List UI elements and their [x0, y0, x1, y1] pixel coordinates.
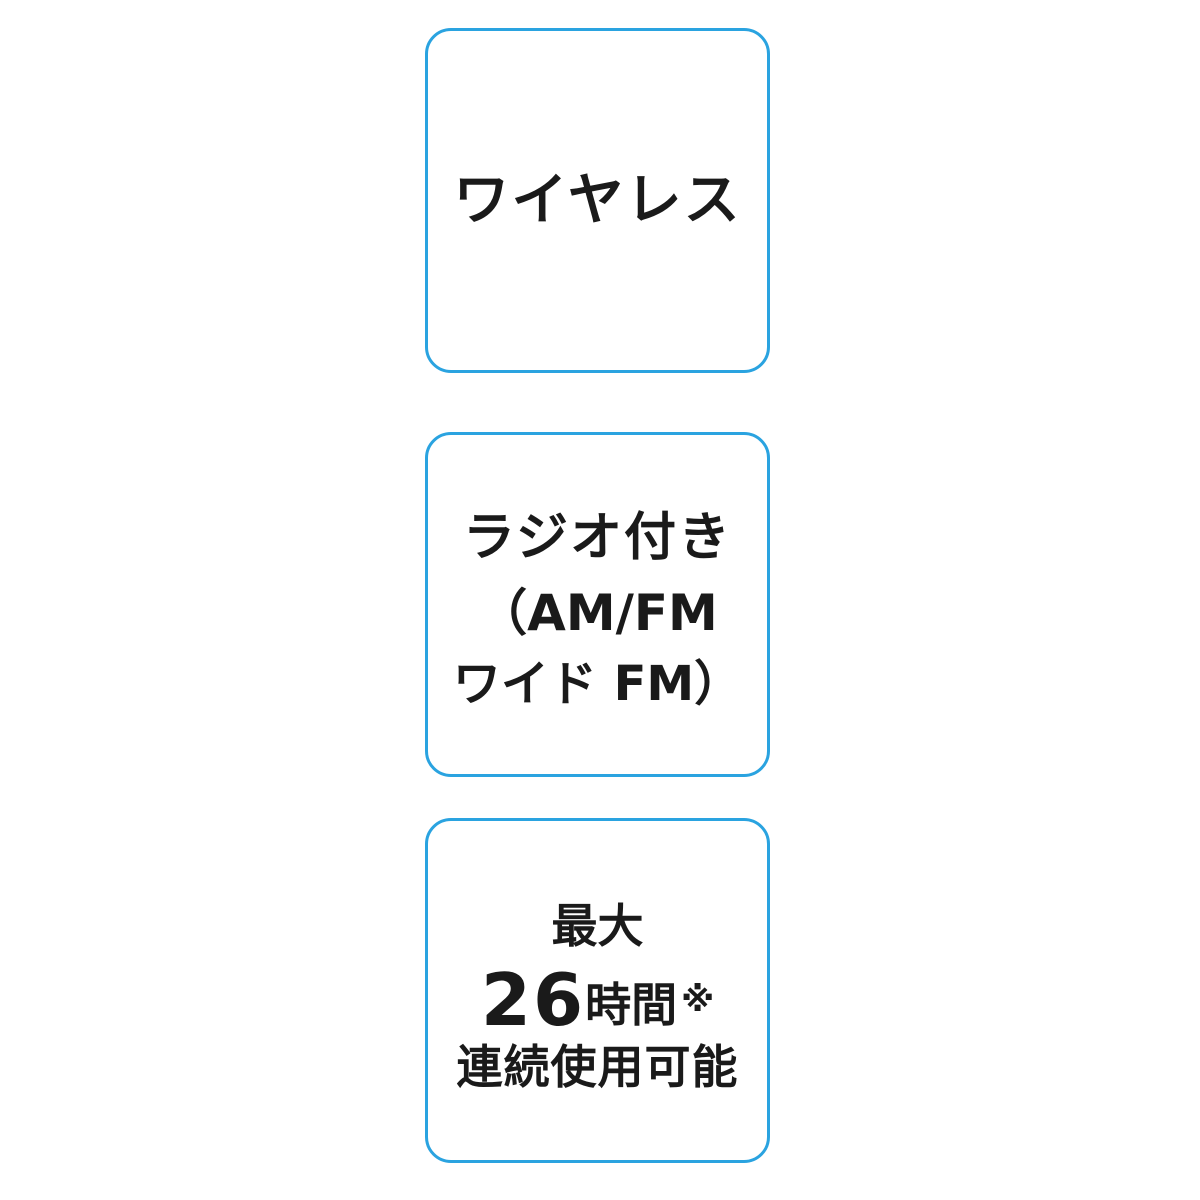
feature-text-line-2: （AM/FM — [477, 584, 718, 642]
feature-text-line-1: ラジオ付き — [463, 508, 732, 568]
feature-card-radio: ラジオ付き （AM/FM ワイド FM） — [425, 432, 770, 777]
footnote-mark: ※ — [681, 980, 715, 1020]
feature-card-wireless: ワイヤレス — [425, 28, 770, 373]
feature-text: ワイヤレス — [453, 168, 742, 233]
feature-card-battery: 最大 26時間※ 連続使用可能 — [425, 818, 770, 1163]
feature-text-line-3: ワイド FM） — [452, 656, 743, 712]
feature-text-line-1: 最大 — [551, 899, 644, 953]
feature-text-line-3: 連続使用可能 — [456, 1040, 739, 1094]
battery-hours-unit: 時間 — [585, 978, 678, 1032]
battery-hours-value: 26 — [480, 958, 586, 1042]
feature-text-line-2: 26時間※ — [428, 964, 767, 1036]
